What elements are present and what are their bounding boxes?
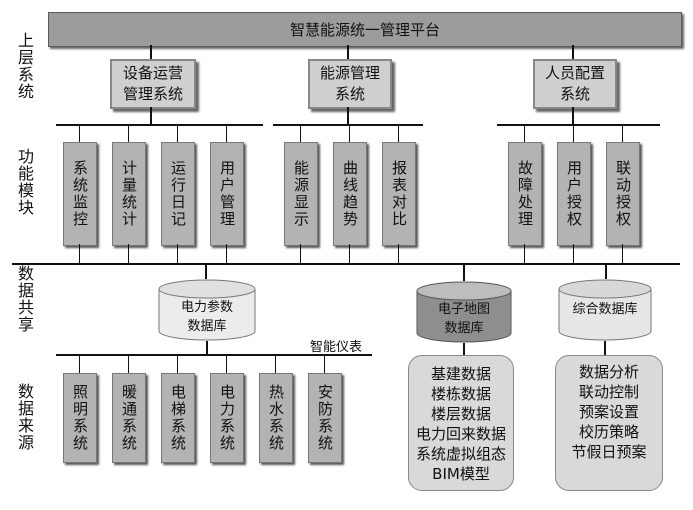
module-report-compare: 报表对比	[382, 142, 416, 246]
connector	[226, 355, 227, 373]
connector	[524, 124, 525, 142]
db-label: 数据库	[444, 321, 484, 336]
connector	[206, 341, 208, 355]
connector	[573, 244, 574, 264]
system-label: 能源管理	[319, 64, 380, 82]
panel-item: 联动控制	[578, 383, 639, 401]
panel-item: 节假日预案	[571, 443, 647, 461]
row-label-function: 功能模块	[15, 148, 34, 216]
system-energy-mgmt: 能源管理 系统	[308, 59, 392, 109]
module-fault-handling: 故障处理	[508, 142, 542, 246]
connector	[398, 124, 399, 142]
module-curve-trend: 曲线趋势	[333, 142, 367, 246]
module-user-mgmt: 用户管理	[210, 142, 244, 246]
source-elevator: 电梯系统	[161, 373, 195, 463]
connector	[300, 244, 301, 264]
smart-meter-label: 智能仪表	[310, 340, 363, 355]
connector	[128, 355, 129, 373]
row-label-upper: 上层系统	[15, 32, 34, 100]
panel-item: 预案设置	[578, 403, 639, 421]
connector	[177, 355, 178, 373]
panel-item: BIM模型	[432, 465, 490, 483]
connector	[463, 265, 465, 281]
system-label: 系统	[559, 85, 590, 103]
panel-item: 楼栋数据	[430, 385, 491, 403]
connector	[226, 124, 227, 142]
system-label: 管理系统	[122, 85, 183, 103]
system-staff-config: 人员配置 系统	[533, 59, 617, 109]
connector	[150, 45, 152, 59]
platform-title: 智慧能源统一管理平台	[289, 21, 440, 39]
source-security: 安防系统	[308, 373, 342, 463]
row-label-share: 数据共享	[15, 265, 34, 333]
connector	[275, 355, 276, 373]
system-label: 系统	[334, 85, 365, 103]
connector	[605, 265, 607, 279]
source-hvac: 暖通系统	[112, 373, 146, 463]
connector	[398, 244, 399, 264]
connector	[226, 244, 227, 264]
source-lighting: 照明系统	[63, 373, 97, 463]
connector	[524, 244, 525, 264]
system-label: 设备运营	[122, 64, 183, 82]
data-share-bus	[12, 263, 680, 265]
connector	[177, 124, 178, 142]
panel-map-data: 基建数据 楼栋数据 楼层数据 电力回来数据 系统虚拟组态 BIM模型	[408, 355, 514, 491]
connector	[622, 244, 623, 264]
connector	[573, 124, 574, 142]
system-label: 人员配置	[544, 64, 605, 82]
db-power-params: 电力参数 数据库	[158, 279, 256, 341]
connector	[349, 124, 350, 142]
panel-item: 校历策略	[578, 423, 639, 441]
connector	[205, 265, 207, 279]
connector	[79, 124, 80, 142]
connector	[572, 107, 574, 124]
module-linkage-auth: 联动授权	[606, 142, 640, 246]
connector	[572, 45, 574, 59]
module-system-monitor: 系统监控	[63, 142, 97, 246]
meter-bus	[56, 354, 372, 356]
db-label: 数据库	[187, 319, 227, 334]
connector	[128, 244, 129, 264]
module-bus	[497, 124, 660, 126]
db-label: 电力参数	[180, 300, 233, 315]
connector	[300, 124, 301, 142]
connector	[150, 107, 152, 124]
connector	[79, 355, 80, 373]
connector	[324, 355, 325, 373]
connector	[79, 244, 80, 264]
connector	[463, 343, 465, 355]
connector	[347, 107, 349, 124]
db-label: 综合数据库	[572, 302, 638, 317]
panel-integrated-data: 数据分析 联动控制 预案设置 校历策略 节假日预案	[555, 355, 663, 491]
panel-item: 数据分析	[578, 363, 639, 381]
connector	[349, 244, 350, 264]
connector	[347, 45, 349, 59]
panel-item: 系统虚拟组态	[415, 445, 506, 463]
connector	[177, 244, 178, 264]
system-equipment-ops: 设备运营 管理系统	[110, 59, 196, 109]
db-label: 电子地图	[437, 302, 490, 317]
module-bus	[56, 124, 263, 126]
panel-item: 基建数据	[430, 365, 491, 383]
panel-item: 楼层数据	[430, 405, 491, 423]
module-operation-log: 运行日记	[161, 142, 195, 246]
source-power: 电力系统	[210, 373, 244, 463]
module-user-auth: 用户授权	[557, 142, 591, 246]
panel-item: 电力回来数据	[415, 425, 506, 443]
connector	[604, 341, 606, 355]
row-label-source: 数据来源	[15, 383, 34, 451]
connector	[622, 124, 623, 142]
module-metering-stats: 计量统计	[112, 142, 146, 246]
connector	[128, 124, 129, 142]
db-electronic-map: 电子地图 数据库	[416, 281, 512, 343]
module-bus	[273, 124, 423, 126]
platform-title-bar: 智慧能源统一管理平台	[48, 12, 682, 47]
db-integrated: 综合数据库	[558, 279, 652, 341]
source-hot-water: 热水系统	[259, 373, 293, 463]
module-energy-display: 能源显示	[284, 142, 318, 246]
